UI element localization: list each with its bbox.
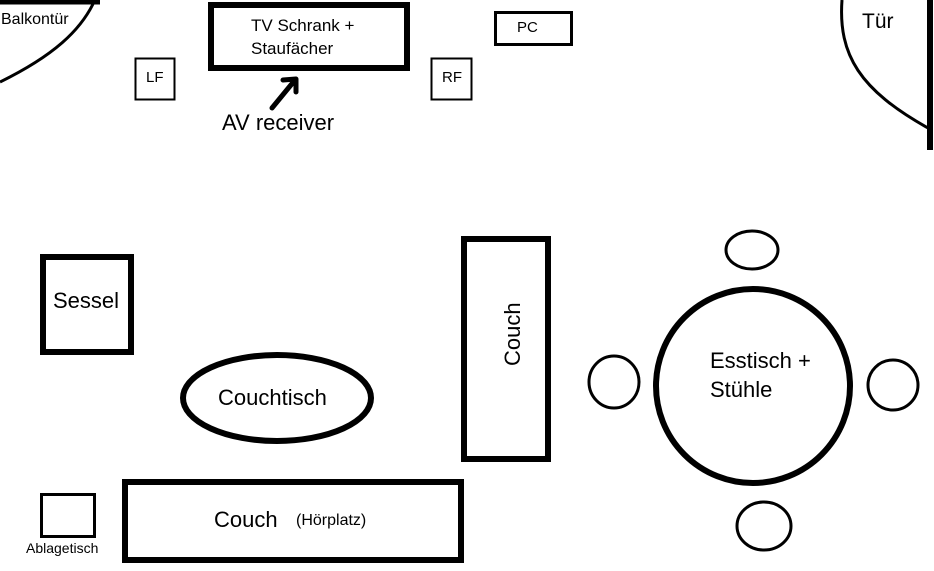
pc-label: PC — [517, 19, 538, 36]
couch-bottom-label: Couch — [214, 507, 278, 532]
armchair-label: Sessel — [53, 288, 120, 313]
coffee-table-shape — [180, 352, 374, 444]
balcony-door-label: Balkontür — [1, 11, 69, 28]
side-table-box — [40, 493, 96, 538]
av-receiver-arrow — [269, 76, 299, 111]
couch-bottom-box — [122, 479, 464, 563]
chair-top — [724, 229, 780, 271]
dining-label-line1: Esstisch + — [710, 348, 811, 373]
door-label: Tür — [862, 10, 894, 33]
chair-left — [587, 354, 641, 410]
right-speaker-box — [430, 57, 473, 101]
side-table-label: Ablagetisch — [26, 540, 99, 556]
listening-position-label: (Hörplatz) — [296, 512, 367, 529]
door-swing — [840, 0, 933, 150]
chair-bottom — [735, 500, 793, 552]
couch-vertical-box — [461, 236, 551, 462]
dining-label-line2: Stühle — [710, 377, 773, 402]
chair-right — [866, 358, 920, 412]
dining-table-shape — [653, 286, 853, 486]
left-speaker-box — [134, 57, 176, 101]
av-receiver-label: AV receiver — [222, 110, 335, 135]
tv-cabinet-label-line2: Staufächer — [251, 39, 334, 58]
balcony-door-swing — [0, 0, 100, 84]
couch-vertical-label: Couch — [500, 302, 525, 366]
dining-set — [587, 229, 920, 552]
pc-box — [494, 11, 573, 46]
tv-cabinet — [208, 2, 410, 71]
coffee-table-label: Couchtisch — [218, 385, 327, 410]
right-speaker-label: RF — [442, 69, 462, 86]
tv-cabinet-label-line1: TV Schrank + — [251, 16, 355, 35]
left-speaker-label: LF — [146, 69, 164, 86]
armchair-box — [40, 254, 134, 355]
